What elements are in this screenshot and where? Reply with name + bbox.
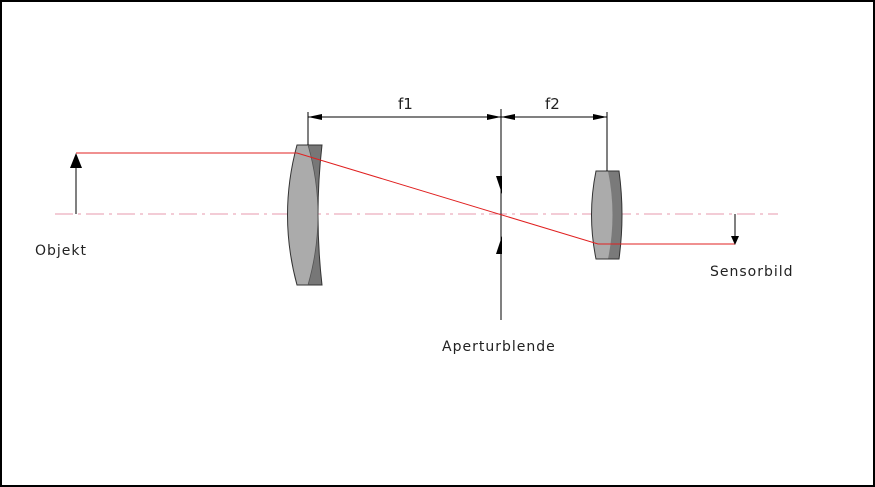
sensor-image-arrow — [731, 214, 739, 245]
lens-1 — [287, 144, 323, 286]
dimension-f2 — [501, 112, 608, 171]
object-label: Objekt — [35, 243, 87, 259]
dimension-f1 — [307, 112, 501, 145]
light-ray — [76, 152, 735, 245]
aperture-label: Aperturblende — [442, 339, 556, 355]
f1-label: f1 — [398, 95, 413, 113]
sensor-label: Sensorbild — [710, 264, 794, 280]
object-arrow — [70, 153, 82, 214]
f2-label: f2 — [545, 95, 560, 113]
lens-2 — [591, 170, 623, 260]
